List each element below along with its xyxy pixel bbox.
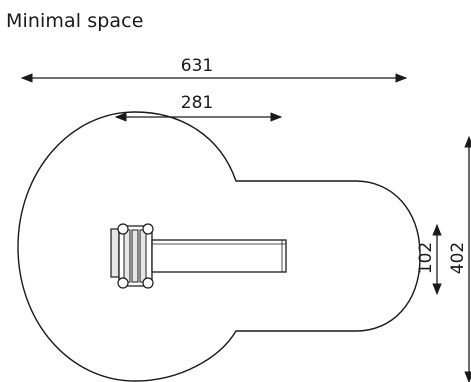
equipment-depth-dimension: 102: [416, 223, 442, 296]
overall-depth-label: 402: [448, 242, 468, 274]
equipment-step-c: [139, 229, 147, 283]
equipment-post-tl: [117, 223, 129, 235]
equipment-step-a: [123, 229, 131, 283]
equipment-top-view: [110, 223, 287, 289]
overall-width-label: 631: [181, 56, 213, 76]
overall-depth-dimension: 402: [448, 135, 471, 382]
equipment-post-bl: [117, 277, 129, 289]
safety-zone-outline: [17, 111, 421, 382]
page-title: Minimal space: [6, 10, 144, 32]
equipment-depth-label: 102: [416, 242, 436, 274]
equipment-slide: [151, 239, 287, 273]
overall-width-dimension: 631: [20, 56, 408, 83]
equipment-width-dimension: 281: [114, 93, 283, 122]
equipment-post-br: [142, 277, 154, 289]
equipment-side-rail: [110, 228, 120, 278]
equipment-post-tr: [142, 223, 154, 235]
equipment-width-label: 281: [181, 93, 213, 113]
equipment-step-b: [131, 229, 139, 283]
